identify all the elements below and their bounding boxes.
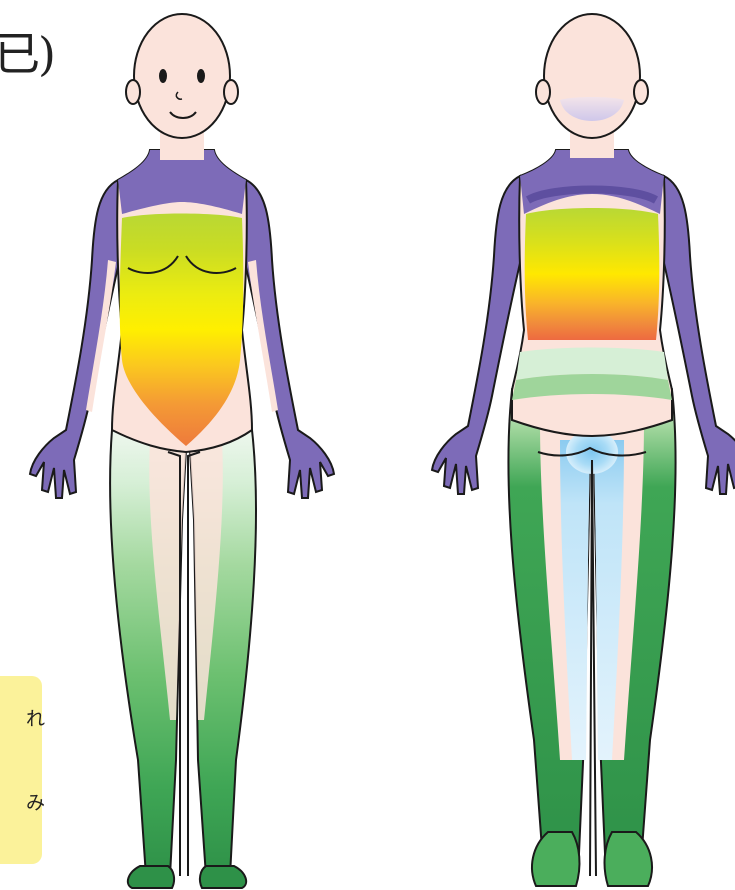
front-figure — [30, 14, 334, 888]
back-head — [536, 14, 648, 158]
back-figure — [432, 14, 735, 886]
left-eye — [159, 69, 167, 83]
back-torso — [512, 150, 672, 436]
legend-note-1: れ — [26, 704, 45, 731]
right-eye — [197, 69, 205, 83]
front-legs — [110, 430, 256, 888]
front-head — [126, 14, 238, 160]
legend-note-2: み — [26, 788, 45, 815]
back-legs — [508, 390, 675, 886]
